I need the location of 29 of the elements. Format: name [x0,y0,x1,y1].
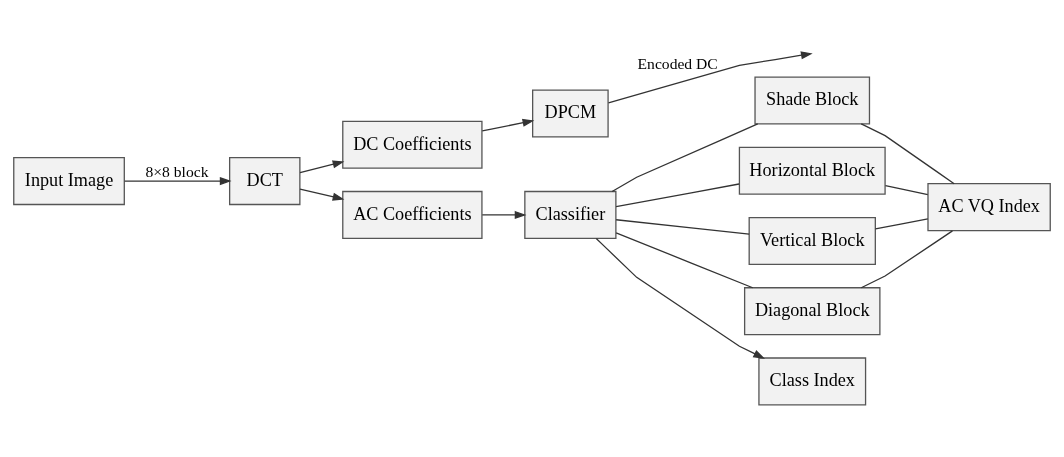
node-box: Horizontal Block [738,146,886,195]
connector [860,122,955,184]
node-box: Input Image [13,156,125,205]
node-box: Diagonal Block [744,286,881,335]
node-box: Shade Block [754,75,871,125]
arrow [607,50,813,104]
node-box: DCT [229,156,301,205]
node-box: Classifier [524,190,617,239]
connector [615,182,740,207]
arrow [481,210,527,219]
node-box: Vertical Block [748,216,876,265]
connector [884,184,929,195]
node-box: AC VQ Index [927,182,1051,231]
connector [874,217,929,230]
connector [615,231,754,288]
connector [611,122,759,192]
connector [860,229,954,288]
arrow [299,187,345,201]
edge-label: 8×8 block [145,162,209,180]
node-box: DC Coefficients [342,120,483,169]
arrow [299,159,345,173]
arrow [124,176,232,185]
node-box: AC Coefficients [342,190,483,239]
connector [615,218,750,235]
edge-label: Encoded DC [637,54,718,72]
arrow [595,237,765,359]
arrow [481,118,535,132]
node-box: DPCM [532,88,609,138]
node-box: Class Index [758,356,867,405]
